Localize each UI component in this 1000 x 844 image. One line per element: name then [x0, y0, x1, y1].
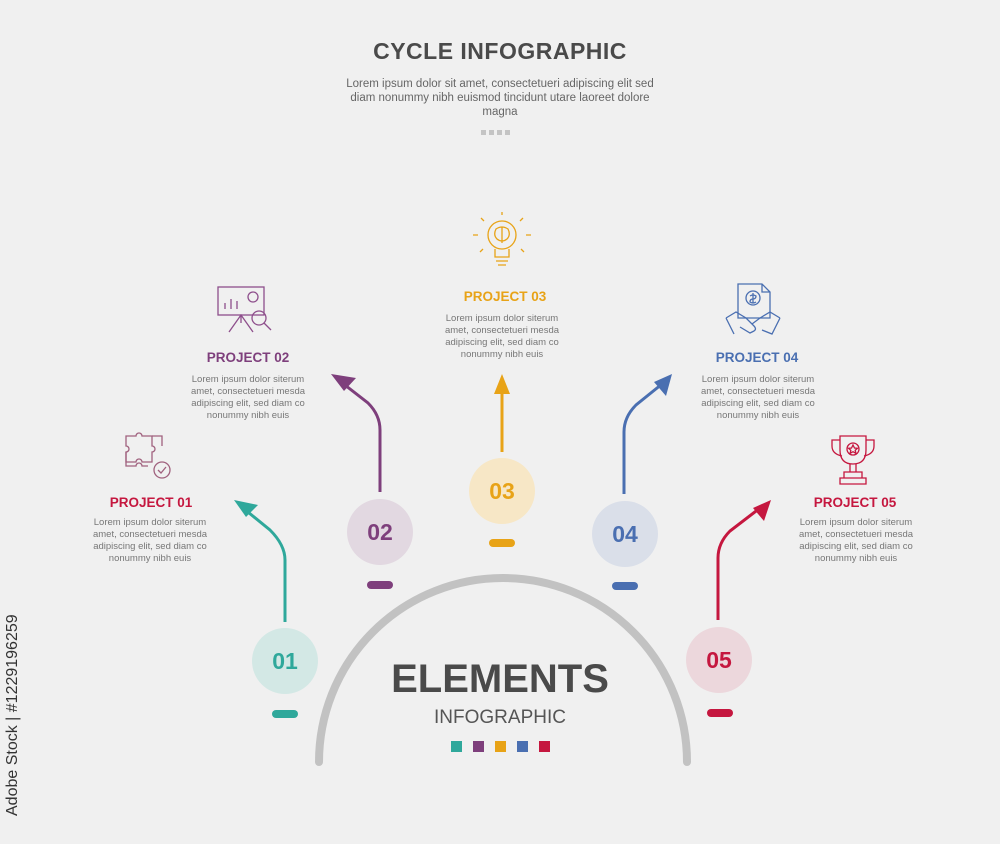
step-dash-04	[612, 582, 638, 590]
stock-watermark: Adobe Stock | #1229196259	[4, 614, 21, 816]
project-05-title: PROJECT 05	[813, 495, 897, 510]
step-circle-04: 04	[592, 501, 658, 567]
project-03-title: PROJECT 03	[463, 289, 547, 304]
trophy-icon	[831, 435, 875, 485]
center-title: ELEMENTS	[391, 657, 609, 701]
lightbulb-icon	[473, 212, 531, 266]
color-squares	[451, 741, 550, 752]
handshake-icon	[725, 283, 781, 335]
step-dash-03	[489, 539, 515, 547]
step-circle-03: 03	[469, 458, 535, 524]
project-01-title: PROJECT 01	[109, 495, 193, 510]
project-03-desc: Lorem ipsum dolor siterum amet, consecte…	[444, 313, 560, 360]
step-dash-01	[272, 710, 298, 718]
page-subtitle: Lorem ipsum dolor sit amet, consectetuer…	[346, 78, 654, 118]
page-title: CYCLE INFOGRAPHIC	[373, 38, 627, 64]
project-04-desc: Lorem ipsum dolor siterum amet, consecte…	[700, 374, 816, 421]
step-circle-02: 02	[347, 499, 413, 565]
project-05-desc: Lorem ipsum dolor siterum amet, consecte…	[798, 517, 914, 564]
arrow-03-head	[494, 374, 510, 394]
project-02-desc: Lorem ipsum dolor siterum amet, consecte…	[190, 374, 306, 421]
arrow-05-line	[716, 506, 761, 620]
arrow-02-line	[340, 380, 382, 492]
step-dash-02	[367, 581, 393, 589]
step-circle-05: 05	[686, 627, 752, 693]
project-01-desc: Lorem ipsum dolor siterum amet, consecte…	[92, 517, 208, 564]
arrow-05-head	[753, 500, 771, 521]
arrow-04-head	[654, 374, 672, 396]
center-arc	[315, 574, 691, 766]
project-04-title: PROJECT 04	[715, 350, 799, 365]
project-02-title: PROJECT 02	[206, 350, 290, 365]
title-dots	[481, 130, 510, 135]
step-dash-05	[707, 709, 733, 717]
arrow-04-line	[622, 382, 663, 494]
presentation-icon	[217, 286, 272, 333]
step-circle-01: 01	[252, 628, 318, 694]
arrow-01-head	[234, 500, 258, 517]
puzzle-icon	[125, 432, 171, 479]
center-subtitle: INFOGRAPHIC	[434, 707, 566, 728]
arrow-02-head	[331, 374, 356, 391]
arrow-01-line	[242, 506, 287, 622]
